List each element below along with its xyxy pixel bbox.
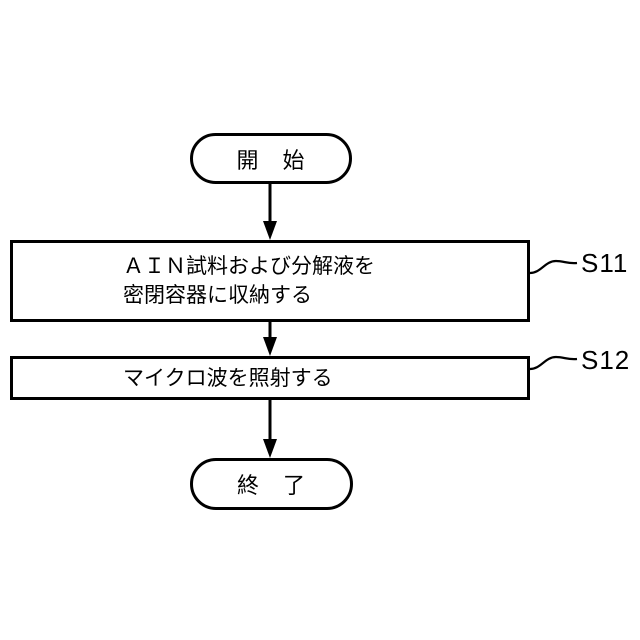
terminal-start-label: 開 始 xyxy=(236,147,306,173)
arrow-start-to-step1 xyxy=(263,184,277,240)
leader-line-s12 xyxy=(529,355,578,371)
terminal-end-label: 終 了 xyxy=(236,473,306,498)
arrow-step2-to-end xyxy=(263,400,277,458)
terminal-start: 開 始 xyxy=(190,133,352,184)
leader-line-s11 xyxy=(529,259,578,275)
step-tag-s12: S12 xyxy=(581,345,631,375)
process-step1-line1: ＡＩＮ試料および分解液を xyxy=(123,255,375,278)
arrow-step1-to-step2 xyxy=(263,322,277,356)
process-step2-line1: マイクロ波を照射する xyxy=(123,366,333,390)
step-tag-s11: S11 xyxy=(581,248,629,278)
process-step1: ＡＩＮ試料および分解液を 密閉容器に収納する xyxy=(10,240,530,322)
process-step1-line2: 密閉容器に収納する xyxy=(123,284,312,307)
terminal-end: 終 了 xyxy=(190,458,353,510)
process-step2: マイクロ波を照射する xyxy=(10,356,530,400)
